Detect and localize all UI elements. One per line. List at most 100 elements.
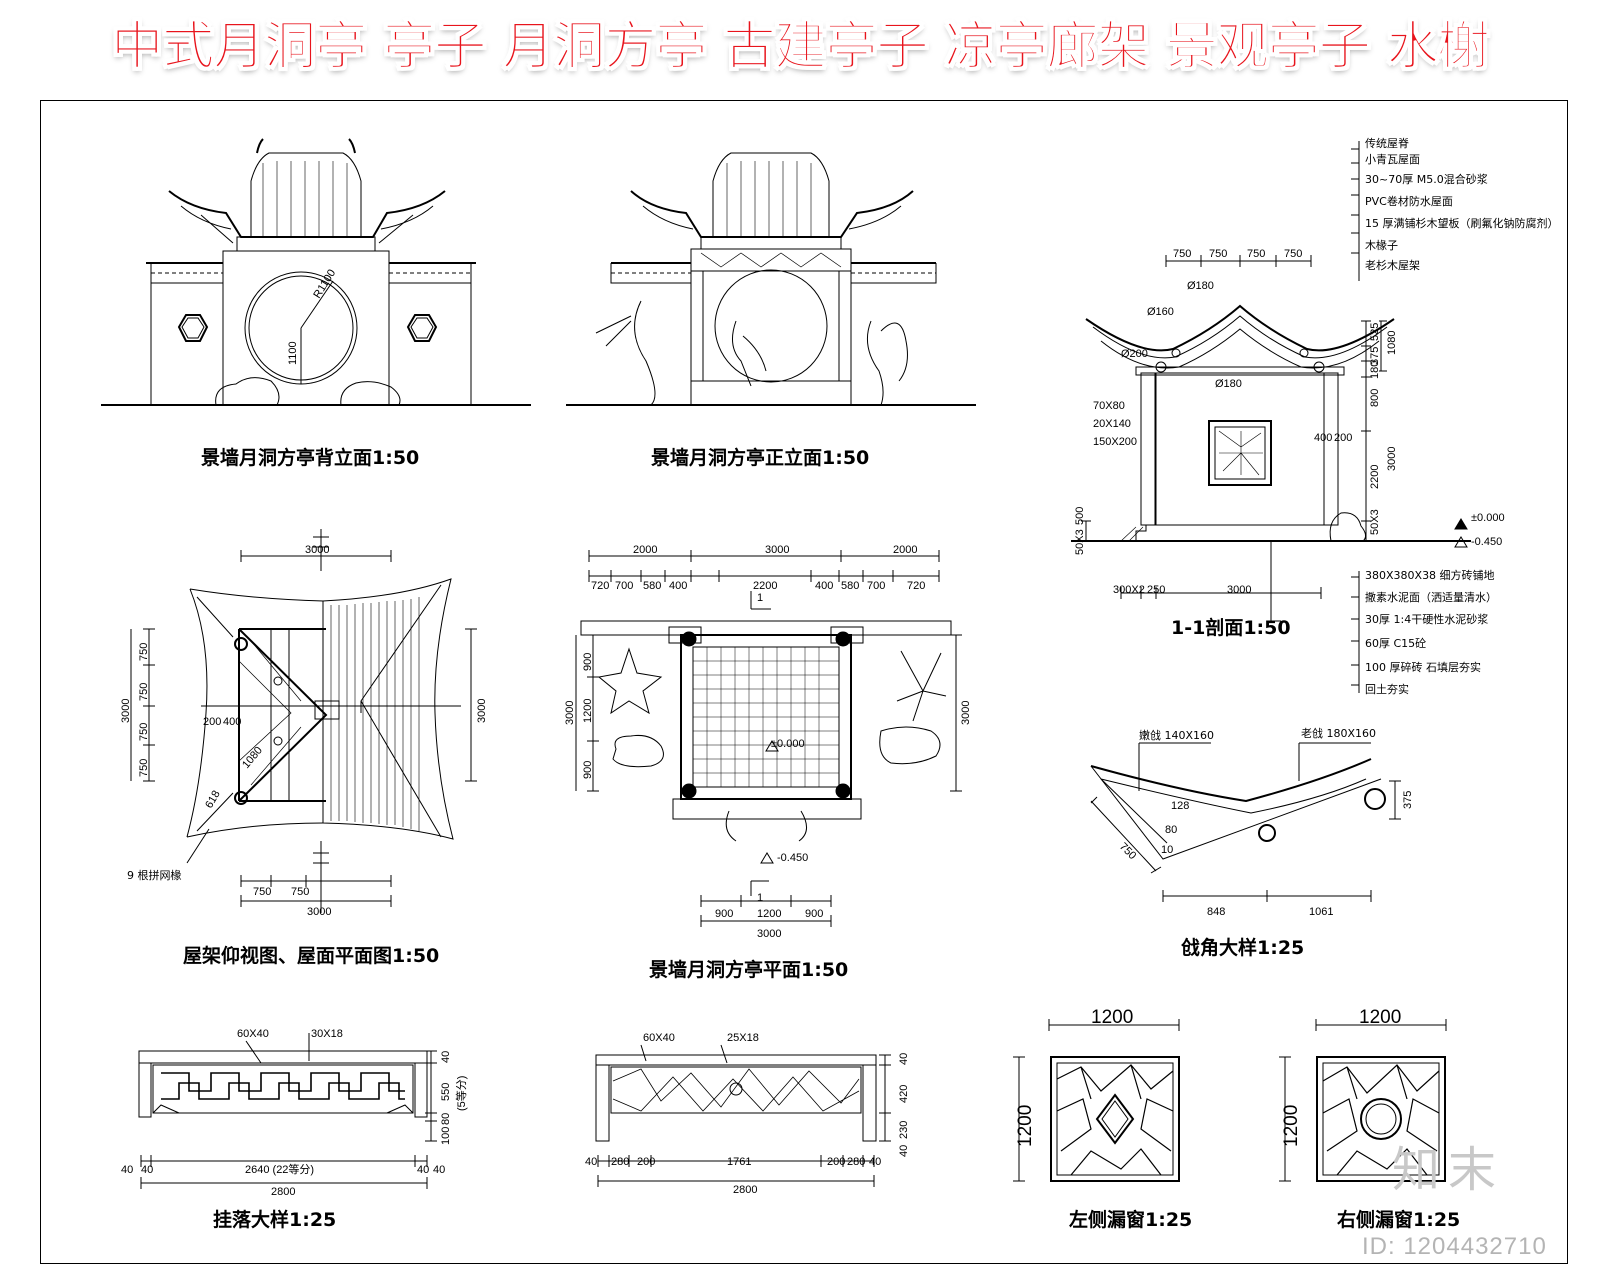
hang2-r-1: 420 — [898, 1085, 910, 1103]
roof-left-2: 750 — [138, 723, 150, 741]
sec-top-2: 750 — [1247, 248, 1265, 260]
plan-seg-7: 700 — [867, 580, 885, 592]
caption-section: 1-1剖面1:50 — [1171, 617, 1291, 639]
roof-left-0: 750 — [138, 643, 150, 661]
hanging-detail — [138, 1033, 437, 1189]
roof-mid-2: 1080 — [240, 744, 265, 770]
note-bot-0: 380X380X38 细方砖铺地 — [1365, 568, 1495, 582]
sec-dia1: Ø180 — [1187, 280, 1214, 292]
corner-c: 128 — [1171, 800, 1189, 812]
plan-seg-5: 400 — [815, 580, 833, 592]
hang2-r-3: 40 — [898, 1145, 910, 1157]
note-bot-4: 100 厚碎砖 石填层夯实 — [1365, 660, 1481, 674]
plan-seg-3: 400 — [669, 580, 687, 592]
sec-level-0: ±0.000 — [1471, 512, 1505, 524]
hang-r-4: 100 — [440, 1127, 452, 1145]
caption-hanging-detail: 挂落大样1:25 — [213, 1209, 337, 1231]
hang-r-1: 550 — [440, 1083, 452, 1101]
note-top-0: 传统屋脊 — [1365, 136, 1409, 150]
plan-level-top: ±0.000 — [771, 738, 805, 750]
sec-right-8: 50X3 — [1369, 509, 1381, 535]
hang2-b-2: 200 — [637, 1156, 655, 1168]
hang-b-0: 40 — [121, 1164, 133, 1176]
caption-right-window: 右侧漏窗1:25 — [1337, 1209, 1461, 1231]
plan-bottom-2: 900 — [805, 908, 823, 920]
plan-top-2: 2000 — [893, 544, 917, 556]
banner-title: 中式月洞亭 亭子 月洞方亭 古建亭子 凉亭廊架 景观亭子 水榭 — [111, 17, 1491, 78]
corner-i: 10 — [1161, 844, 1173, 856]
sec-bottom-1: 250 — [1147, 584, 1165, 596]
sec-top-1: 750 — [1209, 248, 1227, 260]
roof-mid-1: 400 — [223, 716, 241, 728]
hang-b-2: 2640 (22等分) — [245, 1162, 314, 1176]
hang2-a-1: 25X18 — [727, 1032, 759, 1044]
plan-seg-1: 700 — [615, 580, 633, 592]
sec-right-4: 800 — [1369, 389, 1381, 407]
note-bot-3: 60厚 C15砼 — [1365, 637, 1426, 650]
hang2-b-1: 280 — [611, 1156, 629, 1168]
hang-total: 2800 — [271, 1186, 295, 1198]
rw-width: 1200 — [1359, 1007, 1401, 1028]
hang2-a-0: 60X40 — [643, 1032, 675, 1044]
hang-b-1: 40 — [141, 1164, 153, 1176]
plan-top-0: 2000 — [633, 544, 657, 556]
sec-right-0: 525 — [1369, 323, 1381, 341]
corner-e: 750 — [1117, 841, 1138, 862]
right-window — [1279, 1019, 1447, 1182]
sec-left-0: 50X3 — [1074, 529, 1086, 555]
corner-detail — [1090, 742, 1401, 902]
caption-front-elevation: 景墙月洞方亭正立面1:50 — [651, 447, 870, 469]
roof-bottom-0: 750 — [253, 886, 271, 898]
note-top-1: 小青瓦屋面 — [1365, 153, 1420, 166]
sec-beam-2: 150X200 — [1093, 436, 1137, 448]
hang-a-0: 60X40 — [237, 1028, 269, 1040]
lw-height: 1200 — [1015, 1105, 1036, 1147]
caption-plan: 景墙月洞方亭平面1:50 — [649, 959, 849, 981]
roof-left-1: 750 — [138, 683, 150, 701]
corner-d: 80 — [1165, 824, 1177, 836]
watermark-logo: 知末 — [1392, 1142, 1505, 1198]
hanging-detail-2 — [595, 1044, 891, 1187]
sec-mid-1: 200 — [1334, 432, 1352, 444]
plan-seg-2: 580 — [643, 580, 661, 592]
hang2-b-6: 40 — [869, 1156, 881, 1168]
note-top-3: PVC卷材防水屋面 — [1365, 194, 1453, 208]
sec-dia3: Ø200 — [1121, 348, 1148, 360]
lw-width: 1200 — [1091, 1007, 1133, 1028]
hang-b-4: 40 — [433, 1164, 445, 1176]
sec-right-6: 2200 — [1369, 465, 1381, 489]
rw-height: 1200 — [1281, 1105, 1302, 1147]
plan-left-total: 3000 — [564, 701, 576, 725]
corner-h: 1061 — [1309, 906, 1333, 918]
plan-left-2: 900 — [582, 761, 594, 779]
watermark-id: ID: 1204432710 — [1362, 1233, 1547, 1260]
plan-seg-4: 2200 — [753, 580, 777, 592]
roof-left-total: 3000 — [120, 699, 132, 723]
plan-cut-top: 1 — [757, 592, 763, 604]
sec-right-3: 180 — [1369, 361, 1381, 379]
note-bot-5: 回土夯实 — [1365, 682, 1409, 696]
sec-left-1: 500 — [1074, 507, 1086, 525]
sec-top-3: 750 — [1284, 248, 1302, 260]
corner-f: 375 — [1402, 791, 1414, 809]
cad-drawing: R1100 1100 传统屋脊 小青瓦屋面 30~70厚 M5.0混合砂浆 PV… — [101, 136, 1559, 1198]
caption-back-elevation: 景墙月洞方亭背立面1:50 — [201, 447, 420, 469]
plan-bottom-1: 1200 — [757, 908, 781, 920]
hang2-b-3: 1761 — [727, 1156, 751, 1168]
back-elevation — [101, 138, 531, 406]
sec-bottom-0: 300X2 — [1113, 584, 1145, 596]
dim-radius: R1100 — [311, 267, 338, 300]
sec-dia4: Ø180 — [1215, 378, 1242, 390]
plan-bottom-total: 3000 — [757, 928, 781, 940]
plan-seg-0: 720 — [591, 580, 609, 592]
corner-a: 嫩戗 140X160 — [1139, 728, 1214, 742]
sec-top-0: 750 — [1173, 248, 1191, 260]
hang-r-3: 80 — [440, 1113, 452, 1125]
note-bot-1: 撒素水泥面（洒适量清水） — [1365, 590, 1497, 604]
roof-mid-0: 200 — [203, 716, 221, 728]
plan-left-0: 900 — [582, 653, 594, 671]
hang2-r-0: 40 — [898, 1053, 910, 1065]
roof-note: 9 根拼网椽 — [127, 868, 182, 882]
plan-left-1: 1200 — [582, 699, 594, 723]
roof-top: 3000 — [305, 544, 329, 556]
